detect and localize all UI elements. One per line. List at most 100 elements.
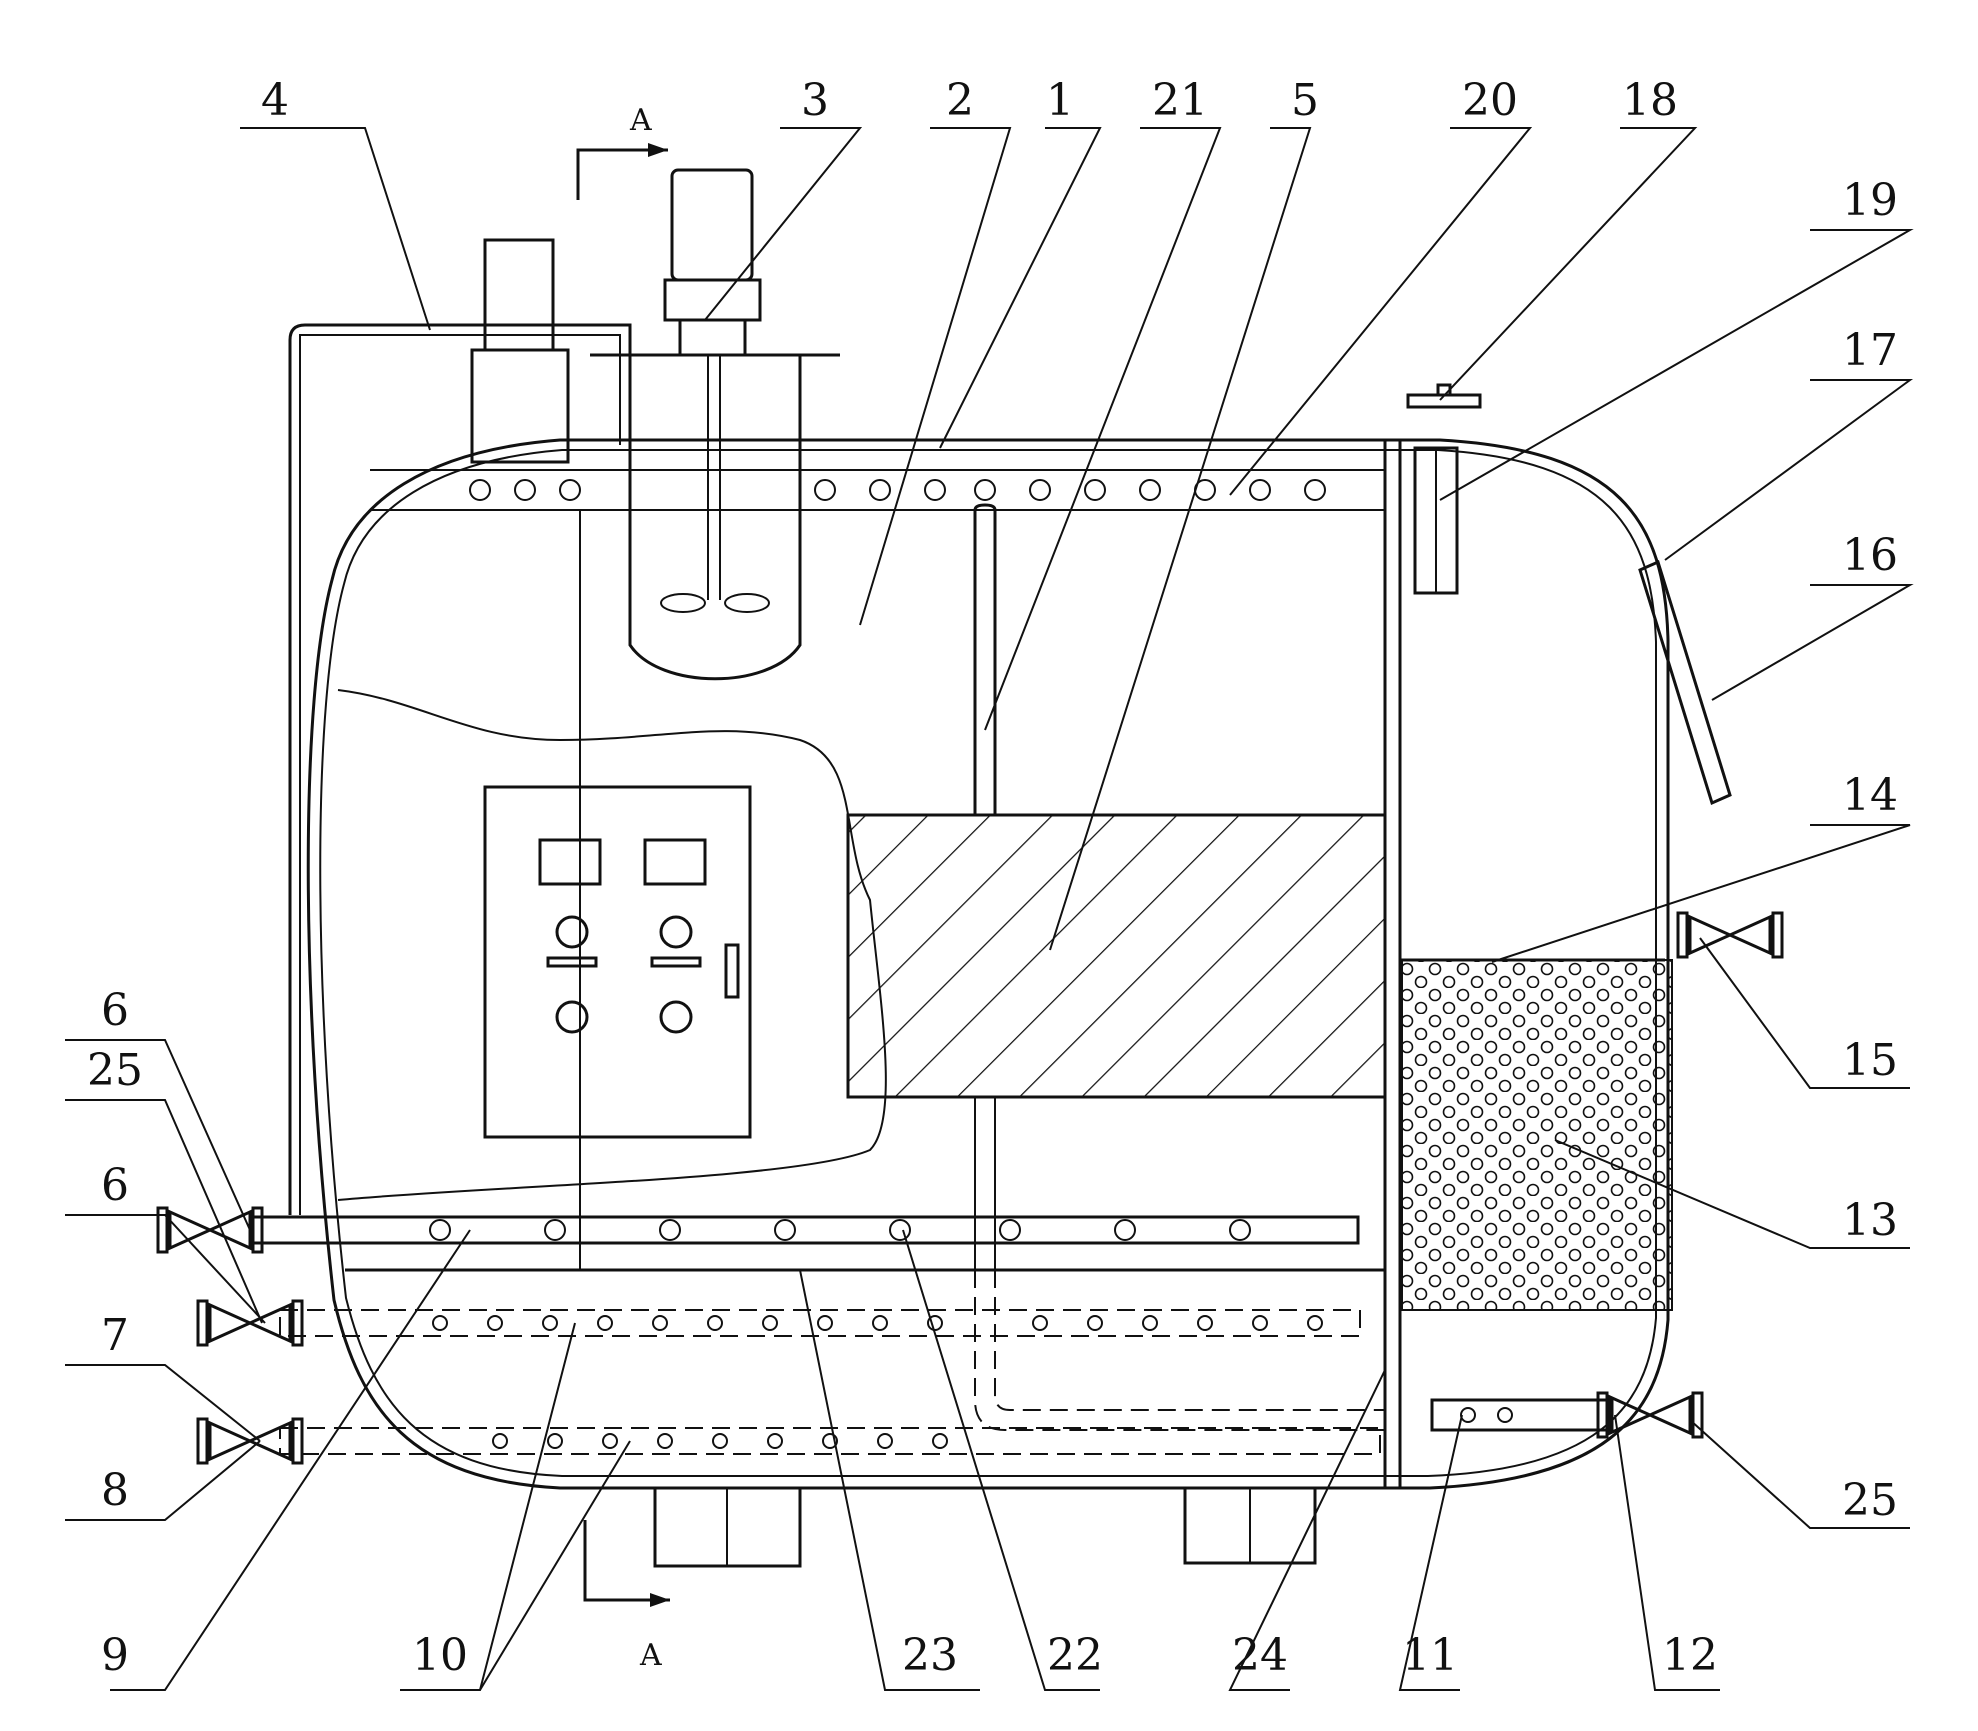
leader-line-16	[1711, 584, 1914, 701]
pipe-hole	[869, 479, 891, 501]
pipe-hole	[924, 479, 946, 501]
pipe-hole	[774, 1219, 796, 1241]
dashed-pipe-lower	[279, 1427, 1381, 1455]
manhole-cover-16	[1638, 559, 1732, 806]
part-label-15: 15	[1842, 1035, 1898, 1086]
pipe-hole	[767, 1433, 783, 1449]
leader-line-2	[859, 127, 1012, 626]
pipe-hole	[1084, 479, 1106, 501]
part-label-2: 2	[946, 75, 974, 126]
leader-line-22	[902, 1229, 1100, 1691]
part-label-18: 18	[1622, 75, 1678, 126]
pipe-hole	[822, 1433, 838, 1449]
leader-line-5	[1049, 127, 1312, 951]
part-label-8: 8	[101, 1465, 129, 1516]
valve-flange-right	[291, 1417, 304, 1465]
pipe-hole	[487, 1315, 503, 1331]
part-label-6: 6	[101, 985, 129, 1036]
leader-line-10b	[479, 1440, 631, 1691]
pipe-hole	[659, 1219, 681, 1241]
part-label-20: 20	[1462, 75, 1518, 126]
pipe-hole	[1142, 1315, 1158, 1331]
section-marker-top: A	[576, 103, 668, 200]
valve-body-left	[1688, 914, 1734, 956]
pipe-hole	[1252, 1315, 1268, 1331]
valve-15	[1676, 911, 1784, 959]
valve-flange-right	[251, 1206, 264, 1254]
valve-flange-left	[196, 1417, 209, 1465]
section-marker-bottom: A	[583, 1520, 670, 1673]
filter-bed-13	[1401, 959, 1673, 1311]
pipe-hole	[1304, 479, 1326, 501]
panel-switch-right	[650, 956, 702, 968]
valve-flange-left	[1676, 911, 1689, 959]
stirrer-blade-left	[660, 593, 706, 613]
tank-shell-inner	[319, 449, 1657, 1477]
dashed-pipe-holes	[432, 1315, 1323, 1449]
section-label-bottom: A	[639, 1638, 662, 1673]
filter-block-5	[846, 813, 1387, 1099]
pipe-hole	[974, 479, 996, 501]
pipe-hole	[1139, 479, 1161, 501]
leader-line-19	[1439, 229, 1914, 501]
leader-line-7	[65, 1364, 261, 1442]
stirrer-gearbox	[663, 278, 762, 322]
stirrer-blade-right	[724, 593, 770, 613]
part-label-6: 6	[101, 1160, 129, 1211]
part-label-16: 16	[1842, 530, 1898, 581]
pipe-hole	[652, 1315, 668, 1331]
valve-body-left	[208, 1420, 254, 1462]
part-label-14: 14	[1842, 770, 1898, 821]
tank-shell	[306, 438, 1670, 1490]
leader-line-13	[1554, 1139, 1910, 1249]
valve-body-left	[168, 1209, 214, 1251]
leader-line-6	[65, 1039, 251, 1231]
part-label-11: 11	[1402, 1630, 1458, 1681]
stirrer-motor	[670, 168, 754, 282]
pipe-hole	[657, 1433, 673, 1449]
pipe-hole	[817, 1315, 833, 1331]
pipe-hole	[597, 1315, 613, 1331]
panel-knob-right	[659, 915, 693, 949]
valve-body-right	[246, 1302, 292, 1344]
pipe-hole	[1229, 1219, 1251, 1241]
valve-flange-right	[291, 1299, 304, 1347]
outlet-hole-1	[1460, 1407, 1476, 1423]
valve-body-left	[208, 1302, 254, 1344]
pipe-hole	[514, 479, 536, 501]
return-pipe-dashed-inner	[994, 1270, 1385, 1411]
valve-flange-right	[1771, 911, 1784, 959]
pipe-hole	[547, 1433, 563, 1449]
pipe-hole	[762, 1315, 778, 1331]
part-label-17: 17	[1842, 325, 1898, 376]
valve-flange-left	[1596, 1391, 1609, 1439]
pipe-hole	[877, 1433, 893, 1449]
pipe-hole	[469, 479, 491, 501]
panel-display-left	[538, 838, 602, 886]
pipe-hole	[707, 1315, 723, 1331]
dashed-pipe-upper	[279, 1309, 1361, 1337]
part-label-24: 24	[1232, 1630, 1288, 1681]
panel-button-right	[659, 1000, 693, 1034]
leader-line-3	[704, 127, 863, 321]
pipe-hole	[1029, 479, 1051, 501]
leader-line-15	[1699, 937, 1910, 1089]
stirrer-base	[678, 318, 747, 357]
section-label-top: A	[629, 103, 652, 138]
pipe-hole	[814, 479, 836, 501]
pipe-hole	[429, 1219, 451, 1241]
panel-display-right	[643, 838, 707, 886]
part-label-5: 5	[1291, 75, 1319, 126]
part-label-19: 19	[1842, 175, 1898, 226]
valve-7	[156, 1206, 264, 1254]
pipe-hole	[492, 1433, 508, 1449]
pipe-4-inner	[299, 334, 621, 1215]
leader-line-4	[240, 127, 431, 331]
leader-line-25	[1689, 1419, 1910, 1529]
valve-body-left	[1608, 1394, 1654, 1436]
pipe-hole	[872, 1315, 888, 1331]
valve-8-lower	[196, 1417, 304, 1465]
pipe-hole	[927, 1315, 943, 1331]
part-label-25: 25	[1842, 1475, 1898, 1526]
part-label-12: 12	[1662, 1630, 1718, 1681]
